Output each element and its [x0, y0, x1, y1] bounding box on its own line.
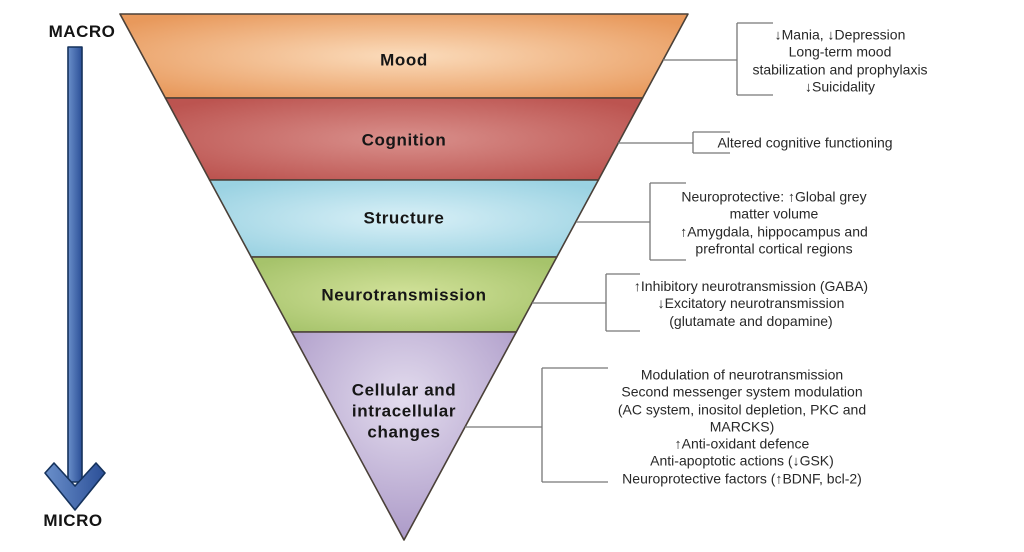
macro-micro-arrow — [44, 46, 106, 511]
bracket-mood — [663, 22, 773, 96]
pyramid-level-label-cognition: Cognition — [361, 130, 447, 150]
arrow-head-icon — [44, 462, 106, 511]
macro-label: MACRO — [48, 22, 116, 41]
bracket-cognition — [618, 131, 730, 154]
bracket-neurotransmission — [532, 273, 640, 332]
arrow-shaft — [67, 46, 83, 483]
annotation-mood: ↓Mania, ↓Depression Long-term mood stabi… — [752, 26, 928, 95]
pyramid-level-label-neurotransmission: Neurotransmission — [321, 285, 487, 305]
micro-label: MICRO — [43, 511, 103, 530]
annotation-cellular: Modulation of neurotransmission Second m… — [617, 366, 867, 487]
annotation-neurotransmission: ↑Inhibitory neurotransmission (GABA) ↓Ex… — [633, 278, 869, 329]
annotation-cognition: Altered cognitive functioning — [717, 134, 893, 151]
pyramid-level-label-cellular: Cellular and intracellular changes — [351, 380, 457, 442]
bracket-cellular — [465, 367, 608, 483]
pyramid-level-label-mood: Mood — [380, 50, 428, 70]
pyramid-level-label-structure: Structure — [363, 208, 445, 228]
annotation-structure: Neuroprotective: ↑Global grey matter vol… — [680, 188, 868, 257]
bracket-structure — [576, 182, 686, 261]
pyramid-band-cellular — [290, 331, 518, 541]
